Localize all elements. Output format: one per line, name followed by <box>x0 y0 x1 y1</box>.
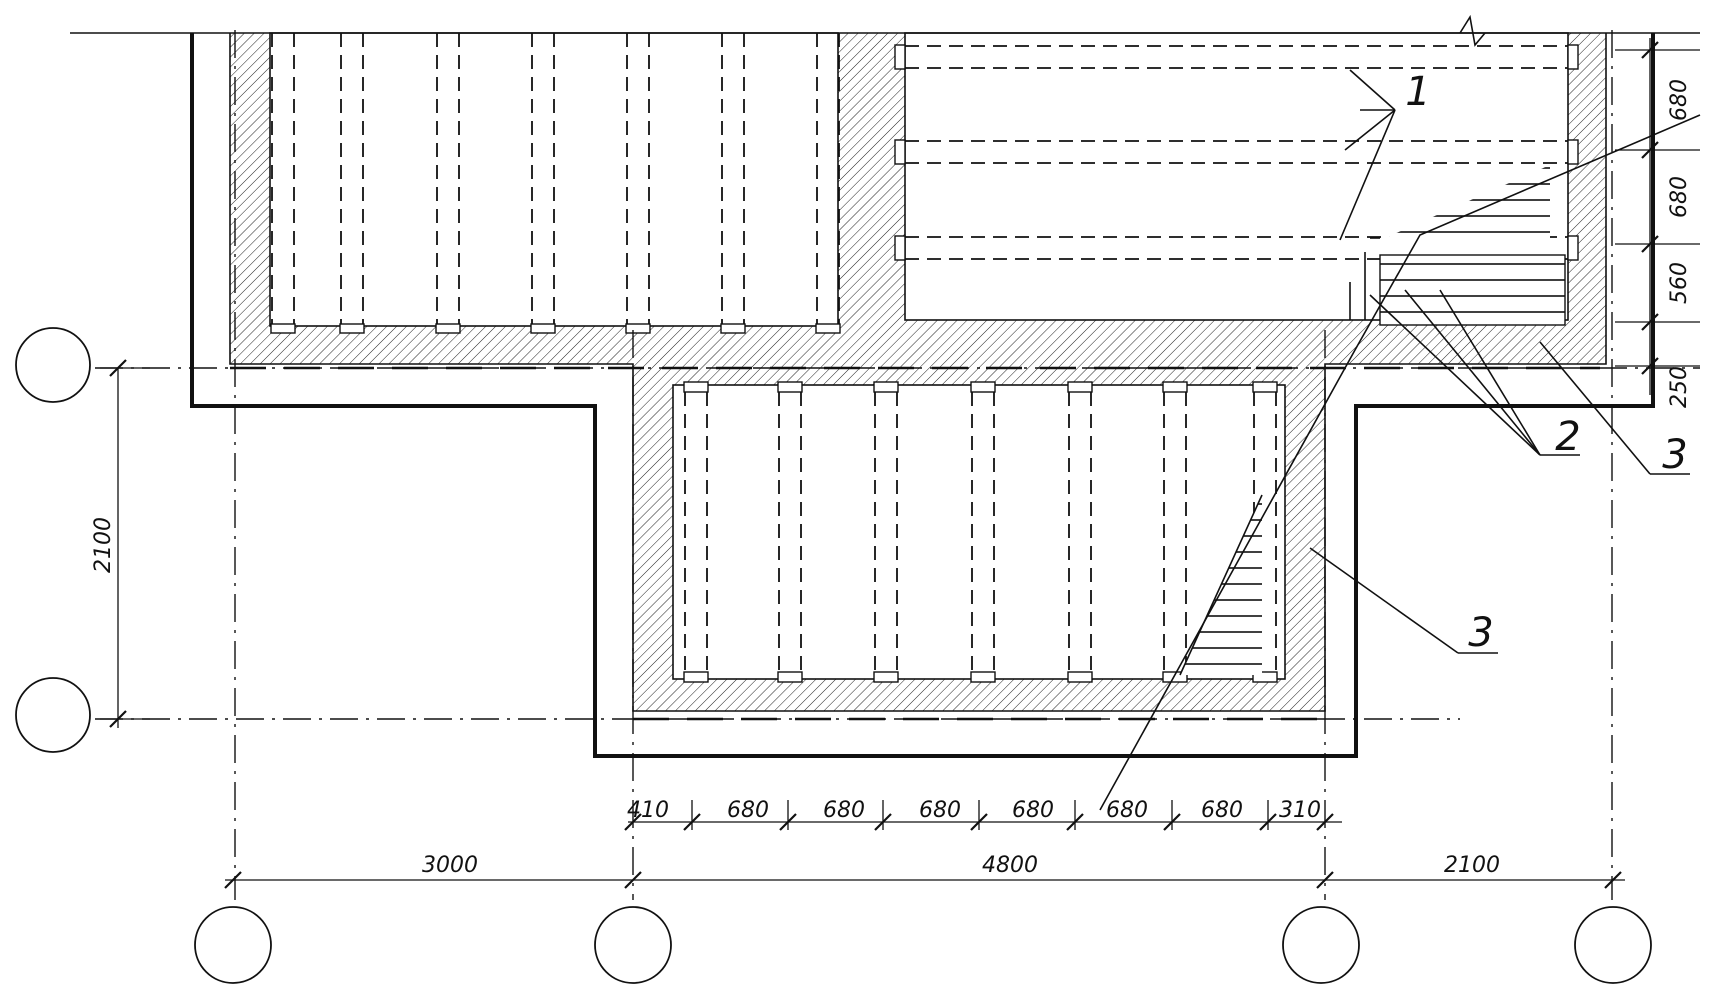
grid-bubble-row-1 <box>15 327 91 403</box>
section-cut-line <box>1099 114 1701 811</box>
dim-2100-left: 2100 <box>91 517 116 573</box>
slabs-lower <box>683 381 1278 683</box>
slab-lower-panel-5 <box>1067 381 1093 683</box>
callout-3-upper-label: 3 <box>1662 432 1687 478</box>
joint-lines <box>230 366 1600 721</box>
dim-560-right: 560 <box>1667 262 1692 304</box>
slab-lower-panel-6 <box>1162 381 1188 683</box>
slab-upper-left-panel-2 <box>339 33 365 334</box>
slab-lower-panel-1 <box>683 381 709 683</box>
slab-right-panel-2 <box>894 139 1579 165</box>
dim-680-4: 680 <box>1012 798 1054 823</box>
bottom-span-dimensions: 410 680 680 680 680 680 680 310 <box>627 798 1321 823</box>
slab-right-panel-1 <box>894 44 1579 70</box>
dim-680-right-1: 680 <box>1667 79 1692 121</box>
dim-250-right: 250 <box>1667 366 1692 408</box>
callout-3-lower: 3 <box>1309 547 1498 656</box>
dim-680-right-2: 680 <box>1667 176 1692 218</box>
grid-bubbles <box>15 327 1652 984</box>
slab-lower-panel-3 <box>873 381 899 683</box>
dimension-lines <box>100 38 1700 889</box>
grid-bubble-col-4 <box>1574 906 1652 984</box>
stair-lower-right <box>1179 494 1263 676</box>
dim-2100-bottom: 2100 <box>1444 853 1500 878</box>
callout-1: 1 <box>1339 69 1431 241</box>
grid-bubble-col-2 <box>594 906 672 984</box>
slabs-upper-left <box>270 33 841 334</box>
callout-2: 2 <box>1369 289 1581 460</box>
dim-680-5: 680 <box>1106 798 1148 823</box>
right-span-dimensions: 680 680 560 250 <box>1667 79 1692 408</box>
callout-2-label: 2 <box>1555 414 1580 460</box>
callout-3-upper: 3 <box>1539 341 1690 478</box>
slab-lower-panel-2 <box>777 381 803 683</box>
slab-upper-left-panel-7 <box>815 33 841 334</box>
slab-lower-panel-4 <box>970 381 996 683</box>
dim-3000: 3000 <box>422 853 478 878</box>
dim-410: 410 <box>627 798 669 823</box>
slab-upper-left-panel-5 <box>625 33 651 334</box>
dim-310: 310 <box>1279 798 1321 823</box>
dim-680-3: 680 <box>919 798 961 823</box>
callout-1-label: 1 <box>1405 69 1430 115</box>
slab-upper-left-panel-6 <box>720 33 746 334</box>
slab-upper-left-panel-1 <box>270 33 296 334</box>
slab-upper-left-panel-3 <box>435 33 461 334</box>
stair-upper-right <box>1349 165 1566 326</box>
slab-upper-left-panel-4 <box>530 33 556 334</box>
callout-3-lower-label: 3 <box>1468 610 1493 656</box>
dim-4800: 4800 <box>982 853 1038 878</box>
grid-bubble-col-1 <box>194 906 272 984</box>
monolithic-band <box>230 33 1606 711</box>
grid-span-dimensions: 3000 4800 2100 <box>422 853 1500 878</box>
grid-bubble-row-2 <box>15 677 91 753</box>
dim-680-1: 680 <box>727 798 769 823</box>
dim-680-2: 680 <box>823 798 865 823</box>
dim-680-6: 680 <box>1201 798 1243 823</box>
grid-bubble-col-3 <box>1282 906 1360 984</box>
